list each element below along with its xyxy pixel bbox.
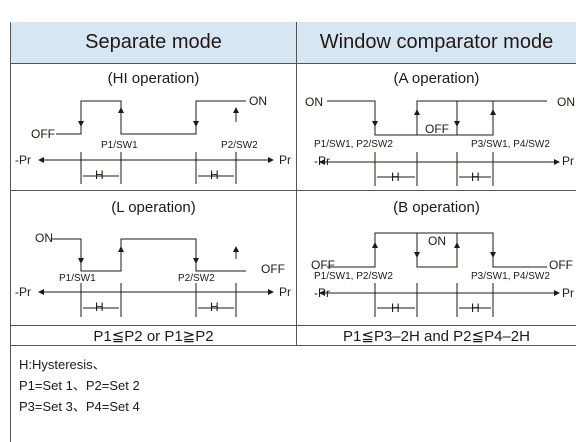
neg-pr-label: -Pr [314, 154, 330, 168]
l-signal-line [51, 238, 246, 272]
sw2-label: P2/SW2 [178, 273, 215, 284]
condition-window: P1≦P3–2H and P2≦P4–2H [343, 328, 530, 345]
a-signal-line-outer [327, 100, 494, 136]
notes-p1-p2: P1=Set 1、P2=Set 2 [19, 378, 140, 393]
hysteresis-label: H [391, 301, 400, 315]
panel-title: (B operation) [393, 199, 480, 216]
panel-title: (L operation) [111, 199, 196, 216]
header-separate-mode: Separate mode [11, 22, 296, 63]
header-window-comparator-mode: Window comparator mode [297, 22, 576, 63]
on-label: ON [428, 234, 446, 248]
panel-l-operation: (L operation) ON OFF P1/SW1 P2/SW2 -Pr P… [11, 191, 296, 325]
sw-right-label: P3/SW1, P4/SW2 [471, 139, 550, 150]
sw2-label: P2/SW2 [221, 140, 258, 151]
off-left-label: OFF [311, 258, 335, 272]
sw-left-label: P1/SW1, P2/SW2 [314, 139, 393, 150]
hysteresis-label: H [391, 170, 400, 184]
off-label: OFF [261, 262, 285, 276]
pr-label: Pr [279, 153, 291, 167]
l-operation-diagram [38, 238, 274, 317]
b-operation-diagram [319, 232, 560, 317]
panel-title: (A operation) [393, 70, 480, 87]
hysteresis-label: H [210, 168, 219, 182]
on-label: ON [249, 94, 267, 108]
on-left-label: ON [305, 95, 323, 109]
neg-pr-label: -Pr [314, 286, 330, 300]
hi-signal-line [56, 100, 246, 135]
panel-title: (HI operation) [107, 70, 200, 87]
pr-label: Pr [279, 285, 291, 299]
sw1-label: P1/SW1 [59, 273, 96, 284]
neg-pr-label: -Pr [15, 153, 31, 167]
hysteresis-label: H [95, 168, 104, 182]
off-label: OFF [425, 122, 449, 136]
sw1-label: P1/SW1 [101, 140, 138, 151]
pr-label: Pr [562, 154, 574, 168]
off-label: OFF [31, 127, 55, 141]
hysteresis-label: H [210, 300, 219, 314]
hysteresis-label: H [471, 170, 480, 184]
condition-separate: P1≦P2 or P1≧P2 [93, 328, 214, 345]
pr-label: Pr [562, 286, 574, 300]
panel-a-operation: (A operation) ON ON OFF P1/SW1, P2/SW2 P… [297, 64, 576, 190]
neg-pr-label: -Pr [15, 285, 31, 299]
sw-left-label: P1/SW1, P2/SW2 [314, 271, 393, 282]
notes-p3-p4: P3=Set 3、P4=Set 4 [19, 399, 140, 414]
notes-hysteresis: H:Hysteresis、 [19, 357, 106, 372]
off-right-label: OFF [549, 258, 573, 272]
b-signal-line-outer [327, 232, 547, 268]
panel-hi-operation: (HI operation) OFF ON P1/SW1 P2/SW2 -Pr … [11, 64, 296, 190]
notes: H:Hysteresis、 P1=Set 1、P2=Set 2 P3=Set 3… [19, 354, 140, 417]
on-right-label: ON [557, 95, 575, 109]
hysteresis-label: H [95, 300, 104, 314]
panel-b-operation: (B operation) ON OFF OFF P1/SW1, P2/SW2 … [297, 191, 576, 325]
sw-right-label: P3/SW1, P4/SW2 [471, 271, 550, 282]
hysteresis-label: H [471, 301, 480, 315]
a-operation-diagram [319, 100, 560, 186]
on-label: ON [35, 231, 53, 245]
hi-operation-diagram [38, 100, 274, 184]
